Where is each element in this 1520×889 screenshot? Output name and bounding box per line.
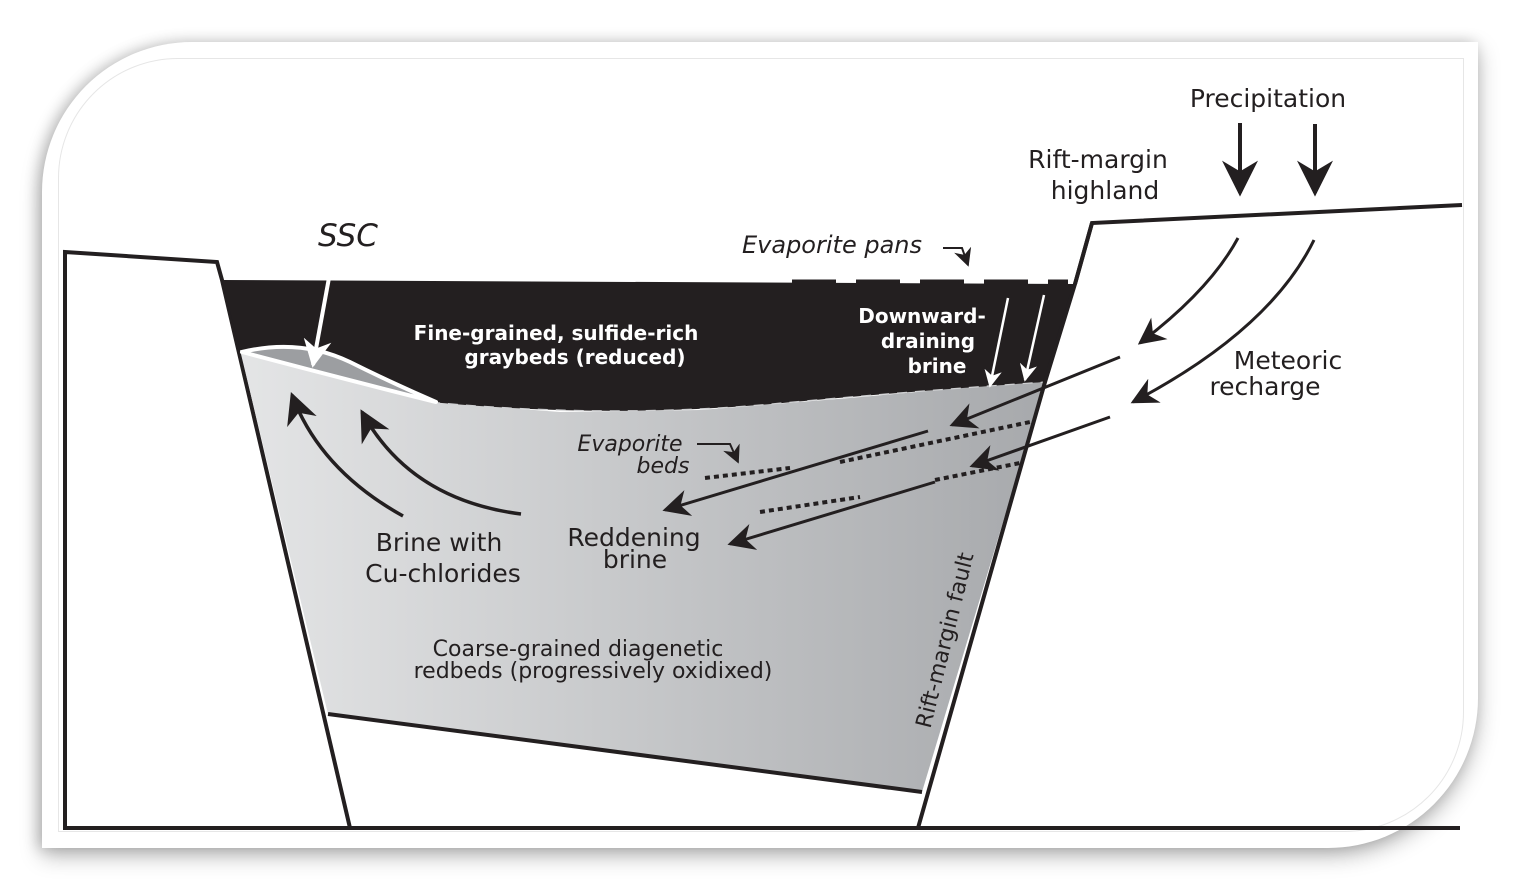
label-redbeds-1: Coarse-grained diagenetic bbox=[433, 637, 724, 662]
recharge-flow-arrow-2 bbox=[969, 415, 1111, 471]
cu-brine-arrow-2 bbox=[360, 409, 522, 516]
ssc-ore-lens bbox=[240, 344, 438, 404]
left-footwall-block bbox=[63, 249, 353, 830]
ssc-pointer-arrow bbox=[303, 255, 335, 368]
label-downward-3: brine bbox=[908, 354, 967, 378]
cu-brine-arrow-1 bbox=[287, 392, 404, 518]
evaporite-bed-3 bbox=[759, 495, 861, 514]
downward-brine-arrow-2 bbox=[1019, 294, 1046, 382]
meteoric-recharge-arrow-2 bbox=[1130, 239, 1316, 404]
label-meteoric-2: recharge bbox=[1209, 372, 1320, 401]
rift-margin-highland-surface bbox=[1073, 203, 1463, 285]
label-graybeds-1: Fine-grained, sulfide-rich bbox=[414, 321, 699, 345]
recharge-flow-arrow-1 bbox=[949, 355, 1121, 429]
label-ssc: SSC bbox=[318, 218, 378, 254]
label-meteoric-1: Meteoric bbox=[1234, 346, 1342, 375]
label-downward-1: Downward- bbox=[858, 304, 986, 328]
label-reddening-2: brine bbox=[603, 545, 667, 574]
evaporite-pans-pointer bbox=[943, 246, 972, 267]
reddening-brine-arrow-1 bbox=[662, 429, 929, 516]
label-redbeds-2: redbeds (progressively oxidixed) bbox=[414, 659, 773, 684]
downward-brine-arrow-1 bbox=[984, 297, 1010, 388]
label-downward-2: draining bbox=[881, 329, 975, 353]
label-evaporite-beds-2: beds bbox=[637, 454, 690, 479]
evaporite-beds-pointer bbox=[697, 443, 740, 464]
label-cu-brine-1: Brine with bbox=[376, 528, 503, 557]
meteoric-recharge-arrow-1 bbox=[1137, 237, 1240, 345]
label-cu-brine-2: Cu-chlorides bbox=[365, 559, 521, 588]
label-highland-1: Rift-margin bbox=[1028, 145, 1168, 174]
label-highland-2: highland bbox=[1051, 176, 1159, 205]
basin-floor bbox=[327, 712, 923, 794]
reddening-brine-arrow-2 bbox=[727, 480, 936, 550]
label-evaporite-beds-1: Evaporite bbox=[577, 432, 682, 457]
graybeds-layer bbox=[222, 280, 1075, 411]
graybeds-redbeds-contact bbox=[429, 381, 1046, 412]
label-graybeds-2: graybeds (reduced) bbox=[464, 345, 685, 369]
evaporite-bed-4 bbox=[934, 461, 1021, 482]
label-reddening-1: Reddening bbox=[567, 523, 700, 552]
label-precipitation: Precipitation bbox=[1190, 84, 1346, 113]
label-evaporite-pans: Evaporite pans bbox=[742, 231, 922, 259]
